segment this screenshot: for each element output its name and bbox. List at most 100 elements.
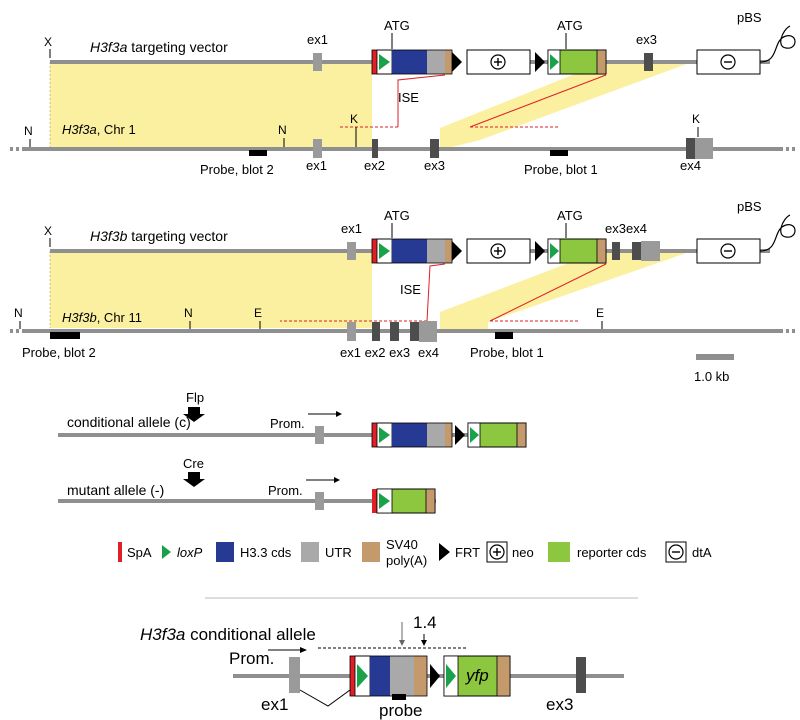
homology-region-left [50,251,372,328]
legend-frt-label: FRT [455,545,480,560]
dta-box [696,238,761,264]
promoter-label: Prom. [270,416,305,431]
legend-reporter-swatch [548,542,570,562]
n-site: N [14,306,23,320]
ise-label: ISE [398,90,419,105]
genomic-ex1 [313,139,322,158]
splice-line [299,689,351,707]
e-site: E [254,306,262,320]
ise-line [426,263,446,322]
frt-icon [535,52,545,72]
probe-blot2-label: Probe, blot 2 [200,162,274,177]
vector-ex1 [347,242,356,260]
probe-blot1-label: Probe, blot 1 [470,345,544,360]
legend-neo-label: neo [512,545,534,560]
legend-spa-label: SpA [127,545,152,560]
legend-sv40-swatch [362,542,380,562]
vector-title: H3f3b targeting vector [90,228,228,244]
cre-arrow-icon [183,472,205,487]
atg-label: ATG [557,208,583,223]
genomic-ex3-label: ex3 [424,158,445,173]
panel-c-cassette [349,655,511,697]
probe-blot2 [50,332,80,339]
mutant-allele-label: mutant allele (-) [67,482,164,498]
conditional-allele-label: conditional allele (c) [67,414,191,430]
legend-sv40-label: SV40 [386,537,418,552]
chr-label: H3f3b, Chr 11 [62,310,142,325]
genomic-ex4-label: ex4 [418,345,439,360]
legend-sv40-label-2: poly(A) [386,553,427,568]
genomic-ex3 [430,139,439,158]
vector-ex1 [313,53,322,71]
arrow-icon [300,647,307,653]
legend-utr-label: UTR [325,545,352,560]
vector-ex4 [632,242,641,260]
homology-region-right [440,251,692,330]
genomic-exons-label: ex1 ex2 ex3 [340,345,410,360]
genomic-ex4-label: ex4 [680,158,701,173]
size-label: 1.4 [413,613,437,632]
loxp-icon [550,243,559,259]
promoter-label: Prom. [268,483,303,498]
loxp-icon [550,54,559,70]
chr-label: H3f3a, Chr 1 [62,122,136,137]
loxp-icon [379,493,390,509]
scale-label: 1.0 kb [694,369,729,384]
scale-bar [696,354,734,360]
loxp-icon [379,427,390,443]
frt-icon [535,241,545,261]
probe-blot2 [249,150,267,156]
genomic-ex3 [390,322,399,341]
n-site: N [184,306,193,320]
ise-line [397,74,446,127]
pbs-label: pBS [737,10,762,25]
panel-h3f3a: X H3f3a targeting vector ex1 ATG [10,10,796,177]
genomic-ex2 [372,322,380,341]
alleles: Flp conditional allele (c) Prom. Cre mut… [58,390,527,514]
cassette-b [371,238,607,264]
legend-cds-swatch [216,542,234,562]
genomic-ex2-label: ex2 [364,158,385,173]
probe-bar [392,694,406,700]
mutant-cassette [372,488,436,514]
genomic-ex1-label: ex1 [306,158,327,173]
ise-label: ISE [400,282,421,297]
frt-icon [452,241,462,261]
cassette-a [371,49,607,75]
e-site: E [596,306,604,320]
atg-label: ATG [384,208,410,223]
vector-ex3 [644,53,653,71]
probe-blot1 [495,332,513,339]
probe-blot1 [550,150,568,156]
homology-region-right [440,62,692,150]
cre-label: Cre [183,456,204,471]
conditional-cassette [371,422,527,448]
probe-blot2-label: Probe, blot 2 [22,345,96,360]
promoter-label: Prom. [229,649,274,668]
arrow-icon [334,477,340,483]
genomic-ex4 [410,322,419,341]
loxp-icon [357,664,368,688]
n-site: N [278,123,287,137]
panel-h3f3b: X H3f3b targeting vector ex1 ATG ATG [10,199,796,384]
x-marker: X [44,35,52,49]
legend-loxp-swatch [162,545,171,559]
vector-ex1-label: ex1 [341,221,362,236]
atg-label: ATG [384,18,410,33]
panel-c-ex1-label: ex1 [261,695,288,714]
pbs-label: pBS [737,199,762,214]
genomic-ex1 [347,322,356,341]
flp-label: Flp [186,390,204,405]
k-site: K [692,112,700,126]
legend-spa-swatch [118,542,122,562]
k-site: K [350,112,358,126]
homology-region-left [50,62,372,150]
vector-ex3-label: ex3 [636,32,657,47]
loxp-icon [446,664,456,688]
loxp-icon [470,427,479,443]
legend-utr-swatch [301,542,319,562]
frt-icon [430,664,440,688]
flp-arrow-icon [183,407,205,422]
genomic-ex2 [372,139,378,158]
panel-conditional: H3f3a conditional allele 1.4 Prom. yfp [140,613,624,720]
